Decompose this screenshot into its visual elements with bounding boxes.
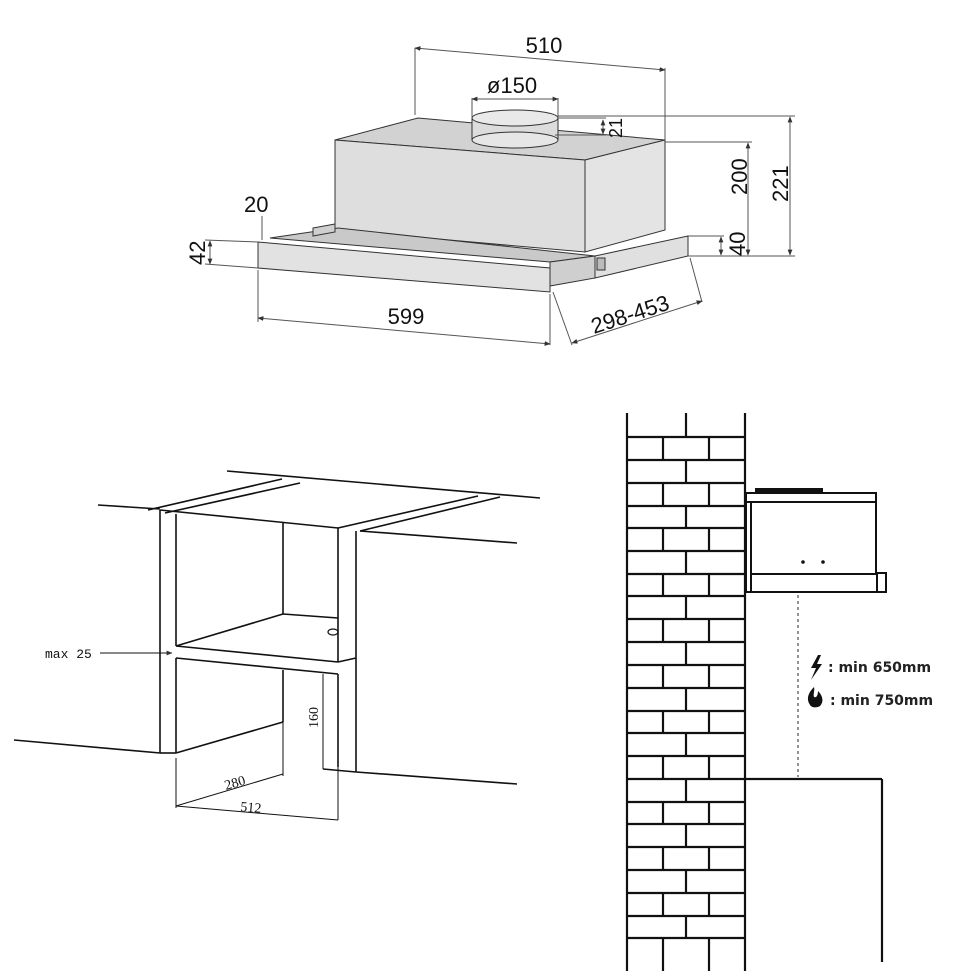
brick-rows [627,435,745,971]
dim-total-height: 221 [768,165,793,202]
hood-drawing [257,109,689,293]
cabinet-drawing [13,470,541,785]
dim-cabinet-height: 160 [307,707,322,728]
cabinet-dimension-lines [100,650,339,821]
hood-dimension-lines [204,46,795,346]
clearance-electric-label: : min 650mm [828,660,931,676]
clearance-gas-label: : min 750mm [830,693,933,709]
lightning-icon [811,655,822,680]
dim-max-gap: max 25 [45,647,92,662]
dim-body-height: 200 [727,158,752,195]
counter-outline [745,777,884,962]
hood-side-view [745,488,887,593]
dim-depth-inner: 280 [223,774,247,794]
brick-wall [625,413,747,971]
dim-extension-depth: 298-453 [588,290,673,339]
dim-front-width: 599 [388,304,425,329]
hood-front-visor [257,241,551,293]
hood-side-body [584,139,666,253]
dim-width-top: 510 [526,33,563,58]
dim-front-panel-height: 42 [185,241,210,265]
dim-slide-height: 40 [725,232,750,256]
flame-icon [807,687,823,708]
dim-duct-height: 21 [606,118,626,138]
dim-duct-diameter: ø150 [487,73,537,98]
dim-depth-outer: 512 [240,800,262,817]
dim-front-panel-thickness: 20 [244,192,268,217]
duct-collar-icon [471,109,559,149]
